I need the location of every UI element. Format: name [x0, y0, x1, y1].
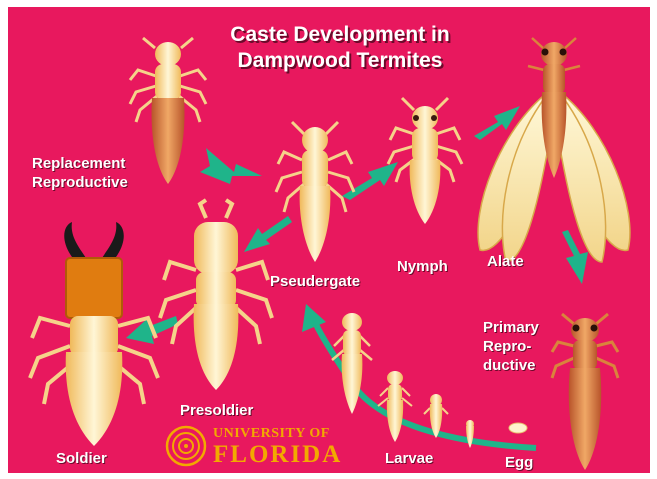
label-larvae: Larvae [385, 449, 433, 468]
label-pseudergate: Pseudergate [270, 272, 360, 291]
label-primary-line-2: Repro- [483, 337, 539, 356]
larva-medium [378, 371, 412, 442]
label-primary-reproductive: Primary Repro- ductive [483, 318, 539, 375]
label-replacement-line-1: Replacement [32, 154, 128, 173]
logo-university-of: UNIVERSITY OF [213, 426, 330, 442]
arrow-pseudergate-to-presoldier [244, 216, 292, 252]
label-primary-line-1: Primary [483, 318, 539, 337]
pseudergate-termite [276, 122, 354, 262]
label-replacement-line-2: Reproductive [32, 173, 128, 192]
label-egg: Egg [505, 453, 533, 472]
label-primary-line-3: ductive [483, 356, 539, 375]
alate-termite [478, 38, 630, 262]
logo-florida: FLORIDA [213, 441, 342, 469]
label-alate: Alate [487, 252, 524, 271]
label-presoldier: Presoldier [180, 401, 253, 420]
label-replacement-reproductive: Replacement Reproductive [32, 154, 128, 192]
title-line-2: Dampwood Termites [195, 48, 485, 74]
presoldier-termite [160, 200, 272, 390]
title-line-1: Caste Development in [195, 22, 485, 48]
label-nymph: Nymph [397, 257, 448, 276]
university-seal-icon [167, 427, 205, 465]
arrow-pseudergate-to-replacement [200, 148, 262, 184]
primary-reproductive-termite [552, 314, 618, 470]
nymph-termite [388, 98, 462, 224]
diagram-title: Caste Development in Dampwood Termites [195, 22, 485, 74]
egg [509, 423, 527, 433]
label-soldier: Soldier [56, 449, 107, 468]
